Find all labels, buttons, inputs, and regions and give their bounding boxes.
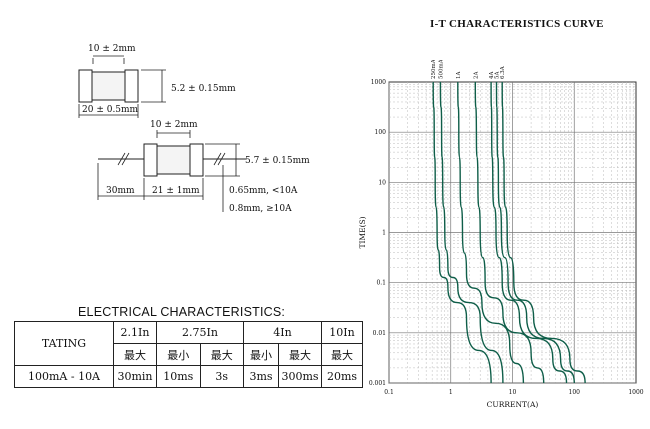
multiple-cell: 2.75In — [156, 321, 244, 344]
x-tick-label: 0.1 — [384, 389, 394, 396]
value-cell: 3s — [199, 365, 244, 388]
series-line — [501, 81, 586, 384]
limit-cell: 最小 — [243, 343, 279, 366]
fuse-dimension-drawing: 10 ± 2mm 5.2 ± 0.15mm 20 ± 0.5mm 10 ± 2m… — [78, 44, 310, 214]
series-label: 4A — [489, 71, 495, 79]
multiple-cell: 10In — [321, 321, 363, 344]
y-tick-label: 1 — [382, 230, 386, 237]
fuse1-length-label: 20 ± 0.5mm — [82, 105, 139, 115]
electrical-table: TATING 2.1In 2.75In 4In 10In 最大 最小 最大 最小… — [14, 321, 363, 388]
y-tick-label: 0.001 — [369, 380, 386, 387]
it-curve-chart: 0.1 1 10 100 1000 0.001 0.01 0.1 1 10 100 1000CURRE… — [358, 60, 644, 409]
row-header-cell: TATING — [14, 321, 114, 366]
y-tick-label: 100 — [375, 129, 387, 136]
y-tick-label: 10 — [378, 179, 386, 186]
lead-note-large: 0.8mm, ≥10A — [229, 204, 292, 214]
x-tick-label: 1 — [449, 389, 453, 396]
x-tick-label: 10 — [509, 389, 517, 396]
fuse1-diameter-label: 5.2 ± 0.15mm — [171, 84, 236, 94]
limit-cell: 最大 — [199, 343, 244, 366]
x-axis-label: CURRENT(A) — [487, 400, 539, 409]
series-line — [495, 81, 575, 384]
series-label: 500mA — [438, 60, 444, 79]
lead-length-label: 30mm — [106, 186, 135, 196]
y-tick-label: 1000 — [371, 79, 386, 86]
chart-title: I-T CHARACTERISTICS CURVE — [430, 18, 604, 30]
lead-note-small: 0.65mm, <10A — [229, 186, 298, 196]
y-tick-label: 0.01 — [373, 330, 386, 337]
series-line — [490, 81, 568, 384]
multiple-cell: 2.1In — [113, 321, 157, 344]
series-label: 2A — [473, 71, 479, 79]
limit-cell: 最小 — [156, 343, 201, 366]
y-tick-label: 0.1 — [376, 280, 386, 287]
series-label: 250mA — [431, 60, 437, 79]
series-line — [432, 81, 492, 384]
value-cell: 300ms — [278, 365, 322, 388]
series-label: 5A — [494, 71, 500, 79]
fuse2-width-label: 10 ± 2mm — [150, 120, 198, 130]
series-line — [439, 81, 504, 384]
fuse2-drawing: 10 ± 2mm 5.7 ± 0.15mm 30mm 21 ± 1mm 0.65… — [97, 120, 310, 214]
fuse2-length-label: 21 ± 1mm — [152, 186, 200, 196]
value-cell: 10ms — [156, 365, 201, 388]
x-tick-label: 100 — [569, 389, 581, 396]
value-cell: 3ms — [243, 365, 279, 388]
limit-cell: 最大 — [278, 343, 322, 366]
series-label: 6.3A — [500, 65, 506, 79]
series-line — [474, 81, 545, 384]
series-label: 1A — [456, 71, 462, 79]
electrical-title: ELECTRICAL CHARACTERISTICS: — [78, 305, 286, 319]
x-tick-label: 1000 — [628, 389, 643, 396]
range-cell: 100mA - 10A — [14, 365, 114, 388]
value-cell: 20ms — [321, 365, 363, 388]
fuse1-width-label: 10 ± 2mm — [88, 44, 136, 54]
limit-cell: 最大 — [113, 343, 157, 366]
fuse2-diameter-label: 5.7 ± 0.15mm — [245, 156, 310, 166]
value-cell: 30min — [113, 365, 157, 388]
fuse1-drawing: 10 ± 2mm 5.2 ± 0.15mm 20 ± 0.5mm — [78, 44, 236, 118]
series-line — [457, 81, 525, 384]
y-axis-label: TIME(S) — [358, 216, 367, 248]
multiple-cell: 4In — [243, 321, 322, 344]
